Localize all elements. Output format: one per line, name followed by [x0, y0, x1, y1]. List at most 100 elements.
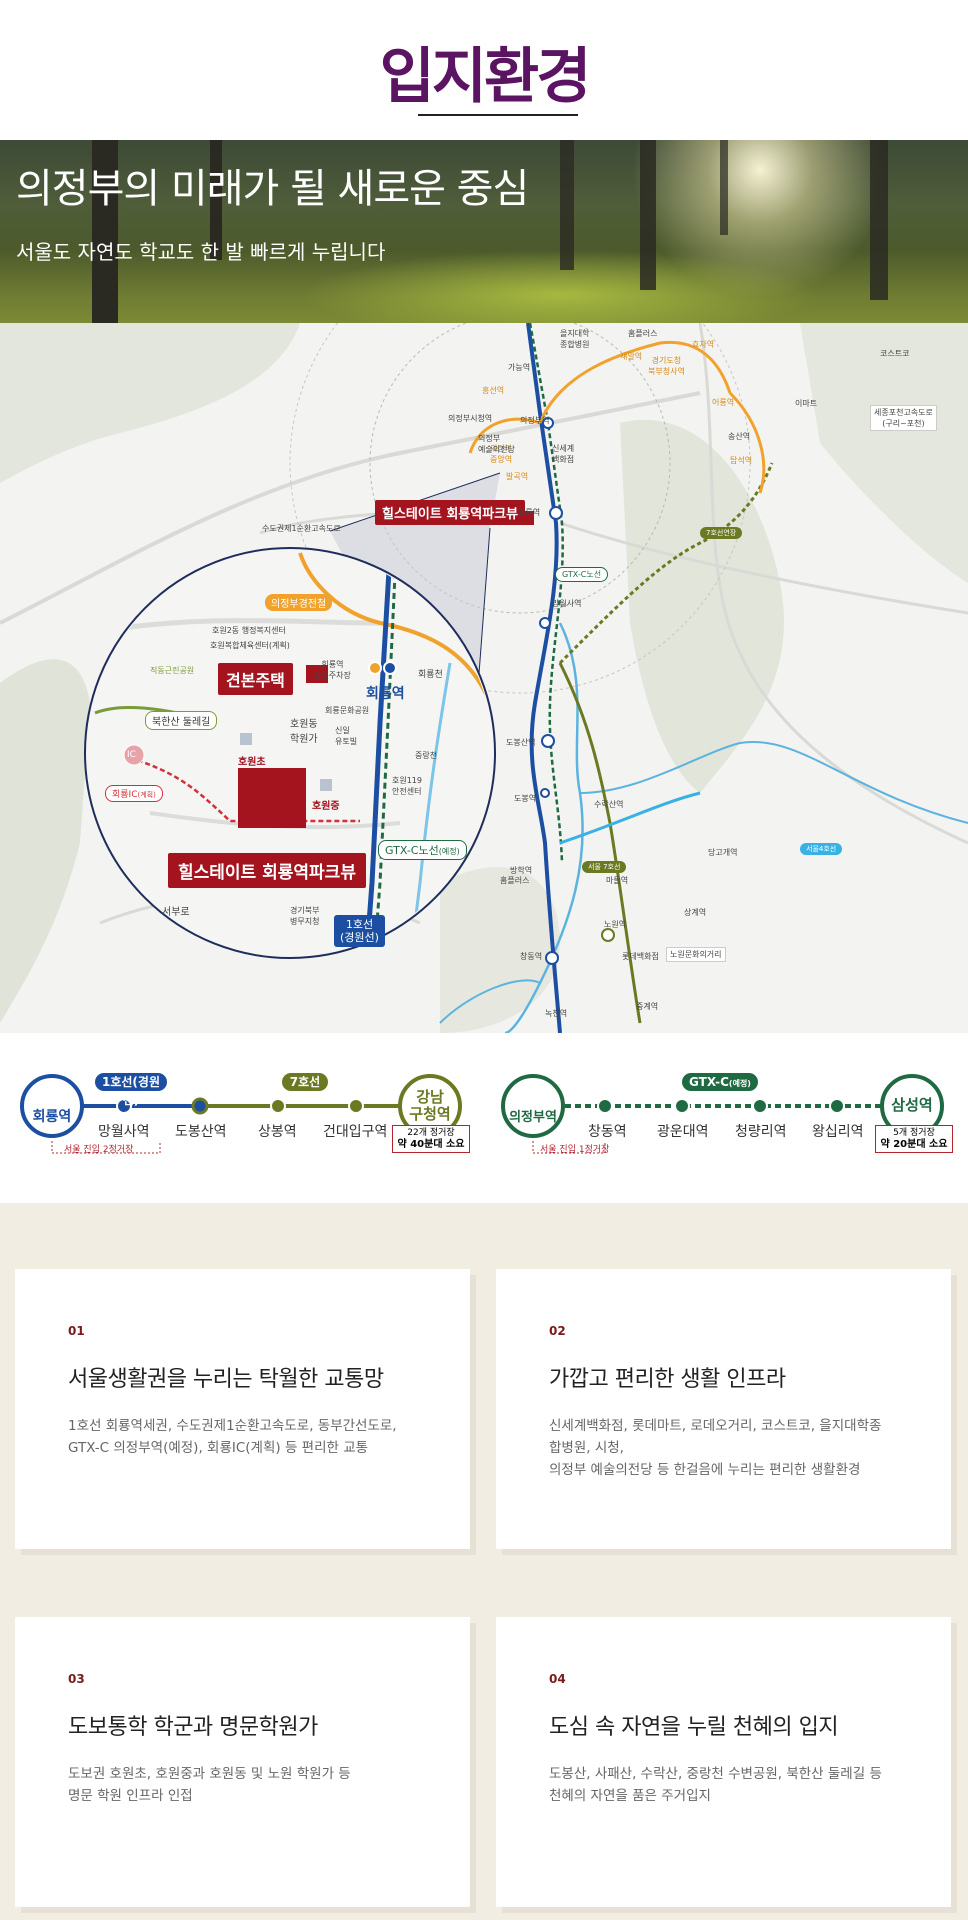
place-label: 신세계 백화점	[552, 444, 575, 464]
feature-title: 가깝고 편리한 생활 인프라	[549, 1367, 786, 1392]
route-station: 상봉역	[258, 1124, 297, 1140]
feature-title: 서울생활권을 누리는 탁월한 교통망	[68, 1367, 384, 1392]
feature-description: 신세계백화점, 롯데마트, 로데오거리, 코스트코, 을지대학종 합병원, 시청…	[549, 1418, 882, 1478]
ic-label-zoom: 회룡IC(계획)	[105, 785, 163, 802]
route-station: 광운대역	[657, 1124, 709, 1140]
route-station: 도봉산역	[175, 1124, 227, 1140]
tree-trunk-image	[560, 140, 574, 270]
zoom-place-label: 신일 유토빌	[335, 726, 358, 746]
hero-headline: 의정부의 미래가 될 새로운 중심	[16, 166, 529, 212]
feature-description: 1호선 회룡역세권, 수도권제1순환고속도로, 동부간선도로, GTX-C 의정…	[68, 1418, 397, 1456]
feature-card: 04 도심 속 자연을 누릴 천혜의 입지 도봉산, 사패산, 수락산, 중랑천…	[496, 1617, 951, 1907]
place-label: 코스트코	[880, 349, 910, 358]
station-label: 새말역	[620, 352, 643, 361]
zoom-place-label: 호원119 안전센터	[392, 776, 422, 796]
route-duration: 약 20분대 소요	[880, 1139, 948, 1150]
gtx-label-zoom: GTX-C노선(예정)	[378, 840, 467, 860]
place-label: 수도권제1순환고속도로	[262, 524, 341, 533]
hero-banner: 의정부의 미래가 될 새로운 중심 서울도 자연도 학교도 한 발 빠르게 누립…	[0, 140, 968, 323]
place-label: 을지대학 종합병원	[560, 329, 590, 349]
place-label: 서울 7호선	[582, 861, 627, 873]
feature-card: 01 서울생활권을 누리는 탁월한 교통망 1호선 회룡역세권, 수도권제1순환…	[15, 1269, 470, 1549]
ic-label-suffix: (계획)	[137, 791, 156, 799]
seoul-entry-note: 서울 진입 1정거장	[540, 1145, 610, 1155]
page-title: 입지환경	[379, 42, 592, 112]
zoom-place-label: 서부로	[162, 907, 190, 918]
route-duration: 약 40분대 소요	[397, 1139, 465, 1150]
feature-title: 도보통학 학군과 명문학원가	[68, 1715, 318, 1740]
route-station: 망월사역	[98, 1124, 150, 1140]
zoom-place-label: 직동근린공원	[150, 666, 195, 675]
station-label: 흥선역	[482, 386, 505, 395]
zoom-place-label: 호원중	[312, 801, 340, 812]
feature-description: 도보권 호원초, 호원중과 호원동 및 노원 학원가 등 명문 학원 인프라 인…	[68, 1766, 351, 1804]
station-label: 탑석역	[730, 456, 753, 465]
station-label: 방학역	[510, 866, 533, 875]
tree-trunk-image	[640, 140, 656, 290]
feature-number: 04	[549, 1672, 566, 1686]
gtx-badge-suffix: (예정)	[728, 1079, 751, 1088]
place-label: 홈플러스	[628, 329, 658, 338]
place-label: 롯데백화점	[622, 952, 659, 961]
station-label: 당고개역	[708, 848, 738, 857]
site-label-small: 힐스테이트 회룡역파크뷰	[375, 500, 526, 525]
station-label: 의정부역	[520, 416, 550, 425]
station-label: 노원역	[604, 920, 627, 929]
zoom-place-label: 경기북부 병무지청	[290, 906, 320, 926]
gtx-label-text: GTX-C노선	[385, 844, 439, 857]
zoom-place-label: 회룡역 환승주차장	[314, 660, 351, 680]
ic-label-text: 회룡IC	[112, 790, 138, 800]
gtx-label-suffix: (예정)	[438, 847, 460, 856]
station-label: 의정부시청역	[448, 414, 493, 423]
feature-number: 03	[68, 1672, 85, 1686]
zoom-place-label: 중랑천	[415, 751, 438, 760]
hero-subheadline: 서울도 자연도 학교도 한 발 빠르게 누립니다	[16, 240, 386, 264]
route-start-station: 회룡역	[32, 1109, 72, 1125]
station-label: 녹천역	[545, 1009, 568, 1018]
page-header: 입지환경	[0, 0, 968, 140]
zoom-place-label: 호원2동 행정복지센터	[212, 626, 286, 635]
place-label: 노원문화의거리	[666, 947, 726, 962]
map-graphic	[0, 323, 968, 1033]
gtx-badge: GTX-C(예정)	[682, 1073, 758, 1091]
station-label: 효자역	[692, 340, 715, 349]
route-time: 22개 정거장 약 40분대 소요	[392, 1125, 470, 1153]
station-label: 도봉산역	[506, 738, 536, 747]
route-stop-count: 22개 정거장	[407, 1128, 455, 1138]
place-label: 세종포천고속도로 (구리~포천)	[870, 405, 937, 431]
feature-number: 01	[68, 1324, 85, 1338]
tree-trunk-image	[870, 140, 888, 300]
zoom-place-label: 호원초	[238, 757, 266, 768]
zoom-place-label: 회룡문화공원	[325, 706, 370, 715]
bukhansan-label: 북한산 둘레길	[145, 711, 218, 730]
zoom-place-label: 호원복합체육센터(계획)	[210, 641, 290, 650]
route-destination: 강남 구청역	[409, 1088, 451, 1123]
station-label: 마들역	[606, 876, 629, 885]
station-label: 경기도청 북부청사역	[648, 356, 685, 376]
station-label: 수락산역	[594, 800, 624, 809]
commute-routes: 회룡역 1호선(경원선) 7호선 망월사역 도봉산역 상봉역 건대입구역 강남 …	[0, 1033, 968, 1203]
feature-number: 02	[549, 1324, 566, 1338]
station-label: 도봉역	[514, 794, 537, 803]
zoom-station-label: 회룡역	[366, 686, 405, 702]
zoom-place-label: 호원동 학원가	[290, 719, 318, 745]
location-map: 힐스테이트 회룡역파크뷰 견본주택 힐스테이트 회룡역파크뷰 회룡역 1호선 (…	[0, 323, 968, 1033]
line1-badge-zoom: 1호선 (경원선)	[334, 915, 385, 947]
station-label: 발곡역	[506, 472, 529, 481]
station-label: 가능역	[508, 363, 531, 372]
route-start-station: 의정부역	[509, 1110, 557, 1125]
route-station: 창동역	[588, 1124, 627, 1140]
place-label: 7호선연장	[700, 527, 743, 539]
station-label: 송산역	[728, 432, 751, 441]
place-label: 이마트	[795, 399, 818, 408]
station-label: 중계역	[636, 1002, 659, 1011]
route-station: 청량리역	[735, 1124, 787, 1140]
model-house-label: 견본주택	[218, 663, 293, 695]
site-label-zoom: 힐스테이트 회룡역파크뷰	[168, 853, 366, 888]
zoom-place-label: 회룡천	[418, 670, 443, 680]
ic-icon: IC	[127, 750, 136, 760]
station-label: 어룡역	[712, 398, 735, 407]
route-stop-count: 5개 정거장	[893, 1128, 935, 1138]
tree-trunk-image	[210, 140, 222, 260]
